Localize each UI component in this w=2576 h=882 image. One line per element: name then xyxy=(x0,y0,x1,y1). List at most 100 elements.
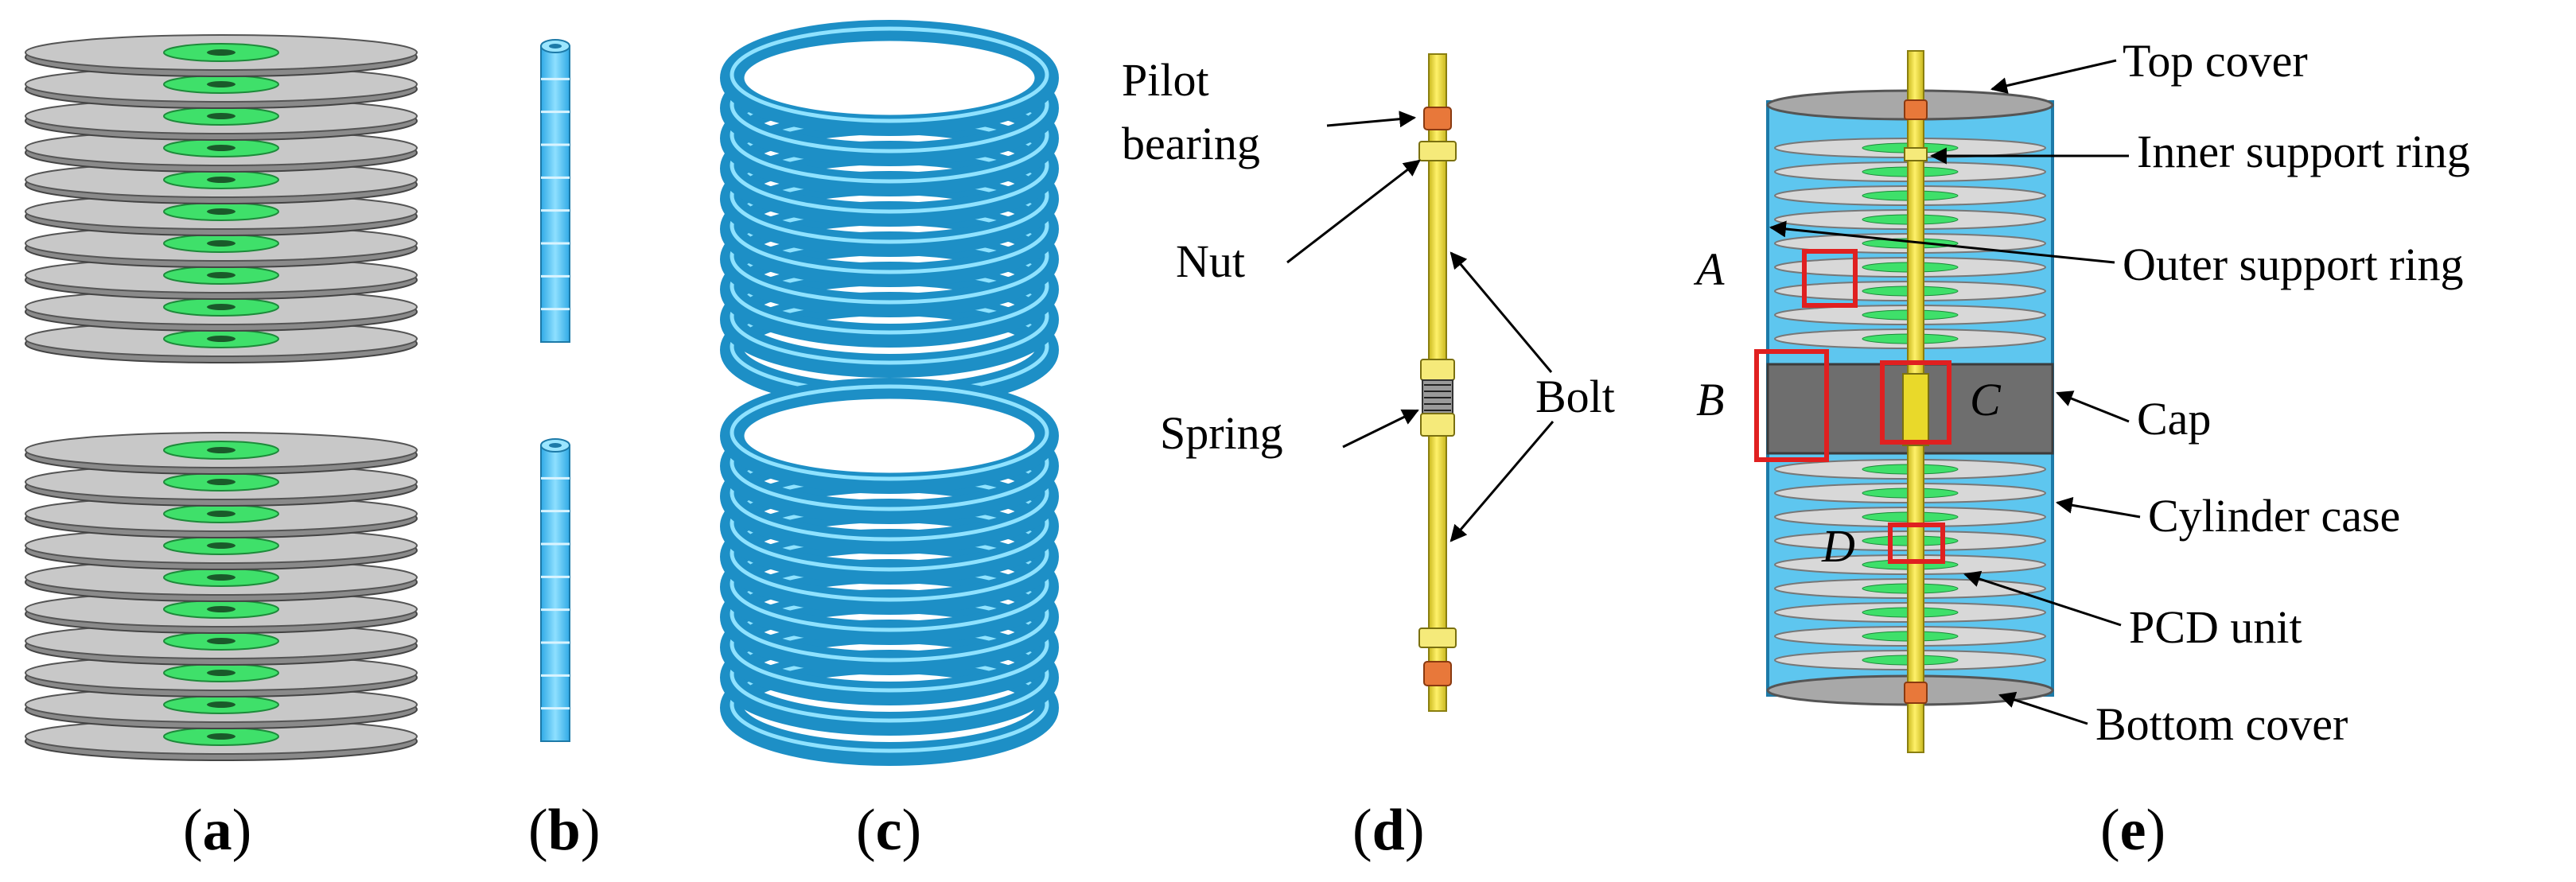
collar-upper xyxy=(1420,359,1455,381)
caption-b-close: ) xyxy=(581,798,601,863)
center-hole xyxy=(207,208,235,215)
svg-text:(e): (e) xyxy=(2100,798,2165,863)
detail-box-c xyxy=(1880,360,1951,445)
label-bearing: bearing xyxy=(1122,118,1260,169)
caption-e-close: ) xyxy=(2146,798,2166,863)
caption-e: (e) xyxy=(2100,798,2165,863)
panel-b-inner-ring-stacks xyxy=(540,39,570,742)
center-hole xyxy=(207,574,235,581)
caption-d-letter: d xyxy=(1372,798,1405,863)
label-inner-support-ring: Inner support ring xyxy=(2137,126,2470,177)
label-cylinder-case: Cylinder case xyxy=(2148,490,2400,542)
pilot-bearing-assembled-bottom xyxy=(1904,682,1928,704)
spring-coils xyxy=(1424,384,1451,411)
svg-text:(d): (d) xyxy=(1352,798,1424,863)
center-hole xyxy=(207,638,235,644)
outer-ring-opening xyxy=(741,396,1037,476)
detail-label-d: D xyxy=(1821,520,1855,572)
arrow-bottom-cover xyxy=(1998,691,2088,725)
arrow-spring xyxy=(1342,409,1419,449)
panel-c-outer-ring-stacks xyxy=(720,20,1059,766)
center-hole xyxy=(207,177,235,183)
caption-c-open: ( xyxy=(856,798,876,863)
center-hole xyxy=(207,670,235,676)
inner-ring-tube xyxy=(540,45,570,343)
detail-box-a xyxy=(1802,249,1858,308)
nut-bottom xyxy=(1418,628,1457,648)
caption-e-letter: e xyxy=(2120,798,2146,863)
center-hole xyxy=(207,49,235,56)
detail-box-b xyxy=(1754,349,1829,462)
outer-ring-highlight xyxy=(730,26,1049,123)
inner-ring-bore xyxy=(549,443,562,448)
arrow-top-cover xyxy=(1990,59,2117,94)
center-hole xyxy=(207,304,235,310)
center-hole xyxy=(207,145,235,151)
label-nut: Nut xyxy=(1176,235,1245,287)
caption-c-close: ) xyxy=(902,798,922,863)
center-hole xyxy=(207,447,235,453)
nut-top xyxy=(1418,141,1457,161)
inner-support-ring-top xyxy=(1904,147,1928,161)
label-outer-support-ring: Outer support ring xyxy=(2123,239,2464,290)
arrow-bolt-upper xyxy=(1449,251,1553,373)
caption-b-open: ( xyxy=(528,798,548,863)
inner-ring-tube xyxy=(540,445,570,742)
svg-text:(a): (a) xyxy=(183,798,251,863)
center-hole xyxy=(207,272,235,278)
center-hole xyxy=(207,240,235,247)
arrow-cylinder-case xyxy=(2055,496,2141,519)
caption-b-letter: b xyxy=(548,798,581,863)
center-hole xyxy=(207,542,235,549)
caption-e-open: ( xyxy=(2100,798,2120,863)
label-cap: Cap xyxy=(2137,393,2211,445)
inner-ring-bore xyxy=(549,44,562,49)
detail-label-b: B xyxy=(1696,374,1724,425)
caption-d-open: ( xyxy=(1352,798,1372,863)
arrow-nut xyxy=(1286,159,1421,264)
outer-ring-opening xyxy=(741,38,1037,118)
detail-box-d xyxy=(1888,523,1945,564)
center-hole xyxy=(207,733,235,740)
arrow-pcd-unit xyxy=(1963,570,2122,627)
center-hole xyxy=(207,701,235,708)
label-pcd-unit: PCD unit xyxy=(2129,601,2302,653)
center-hole xyxy=(207,606,235,612)
svg-text:(c): (c) xyxy=(856,798,921,863)
label-top-cover: Top cover xyxy=(2123,35,2308,87)
caption-a-open: ( xyxy=(183,798,203,863)
caption-d-close: ) xyxy=(1405,798,1425,863)
pilot-bearing-bottom xyxy=(1423,661,1452,686)
panel-d-bolt-assembly: Pilot bearing Nut Spring Bolt xyxy=(1122,53,1615,712)
panel-a-disc-stacks xyxy=(25,34,418,761)
arrow-bolt-lower xyxy=(1449,421,1555,542)
center-hole xyxy=(207,511,235,517)
caption-c: (c) xyxy=(856,798,921,863)
caption-a-letter: a xyxy=(203,798,232,863)
spring-assembled xyxy=(1902,373,1929,446)
caption-a-close: ) xyxy=(232,798,252,863)
label-bolt: Bolt xyxy=(1535,371,1615,422)
pilot-bearing-assembled-top xyxy=(1904,99,1928,120)
detail-label-c: C xyxy=(1970,374,2002,425)
caption-c-letter: c xyxy=(876,798,902,863)
caption-d: (d) xyxy=(1352,798,1424,863)
arrow-outer-support-ring xyxy=(1769,220,2115,264)
caption-b: (b) xyxy=(528,798,600,863)
center-hole xyxy=(207,479,235,485)
caption-a: (a) xyxy=(183,798,251,863)
center-hole xyxy=(207,336,235,342)
pilot-bearing-top xyxy=(1423,107,1452,130)
svg-text:(b): (b) xyxy=(528,798,600,863)
outer-ring-highlight xyxy=(730,384,1049,481)
label-bottom-cover: Bottom cover xyxy=(2095,698,2348,750)
arrow-cap xyxy=(2056,390,2130,423)
arrow-pilot-bearing xyxy=(1326,111,1417,128)
label-spring: Spring xyxy=(1160,407,1283,459)
collar-lower xyxy=(1420,413,1455,437)
center-hole xyxy=(207,81,235,87)
detail-label-a: A xyxy=(1693,243,1725,295)
panel-e-assembled-unit: A B C D Top cover Inner support ring Out… xyxy=(1693,35,2470,753)
label-pilot: Pilot xyxy=(1122,54,1209,106)
